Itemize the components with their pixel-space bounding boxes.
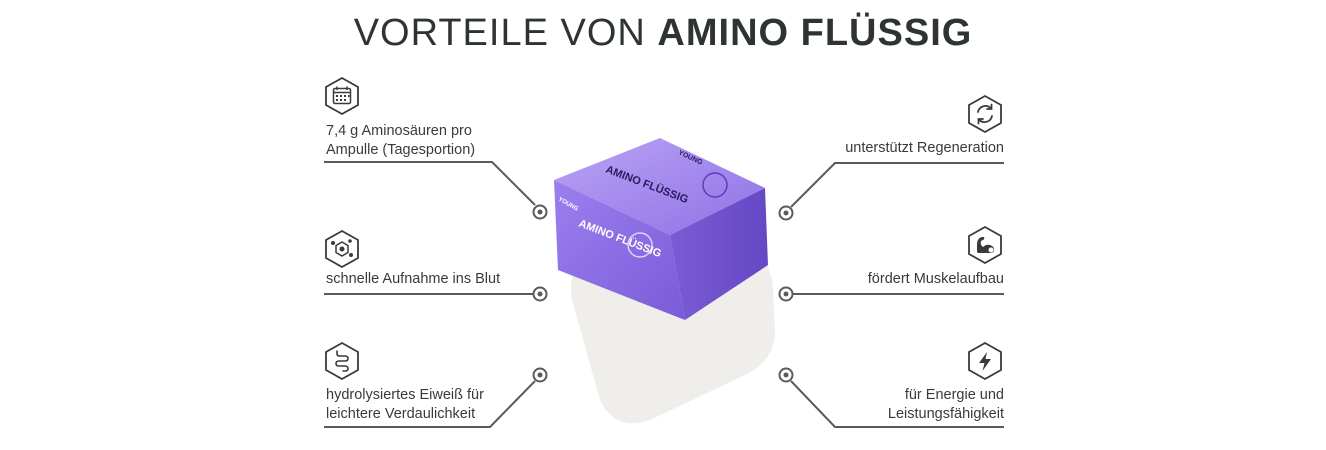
feature-energy: für Energie und Leistungsfähigkeit (888, 386, 1004, 424)
connector-regeneration (790, 162, 1004, 208)
feature-absorption: schnelle Aufnahme ins Blut (326, 270, 500, 289)
feature-amino: 7,4 g Aminosäuren pro Ampulle (Tagesport… (326, 122, 475, 160)
feature-muscle: fördert Muskelaufbau (868, 270, 1004, 289)
feature-regeneration: unterstützt Regeneration (845, 139, 1004, 158)
feature-amino-line1: 7,4 g Aminosäuren pro (326, 123, 472, 139)
calendar-icon (323, 76, 361, 116)
muscle-arm-icon (966, 225, 1004, 265)
feature-absorption-line1: schnelle Aufnahme ins Blut (326, 271, 501, 287)
refresh-icon (966, 94, 1004, 134)
page-title: VORTEILE VON AMINO FLÜSSIG (0, 12, 1326, 55)
feature-energy-line1: für Energie und (904, 387, 1004, 403)
connector-amino (324, 161, 536, 206)
feature-amino-line2: Ampulle (Tagesportion) (326, 142, 476, 158)
lightning-icon (966, 341, 1004, 381)
feature-muscle-line1: fördert Muskelaufbau (867, 271, 1004, 287)
feature-protein-line2: leichtere Verdaulichkeit (326, 406, 476, 422)
title-product: AMINO FLÜSSIG (657, 12, 973, 54)
product-box: AMINO FLÜSSIG YOUNG AMINO FLÜSSIG YOUNG (554, 138, 768, 320)
feature-protein-line1: hydrolysiertes Eiweiß für (326, 387, 484, 403)
feature-regeneration-line1: unterstützt Regeneration (845, 140, 1004, 156)
intestine-icon (323, 341, 361, 381)
feature-energy-line2: Leistungsfähigkeit (887, 406, 1004, 422)
feature-protein: hydrolysiertes Eiweiß für leichtere Verd… (326, 386, 484, 424)
connector-protein (324, 380, 536, 428)
molecule-icon (323, 229, 361, 269)
title-prefix: VORTEILE VON (353, 12, 646, 54)
connector-energy (790, 380, 1004, 428)
